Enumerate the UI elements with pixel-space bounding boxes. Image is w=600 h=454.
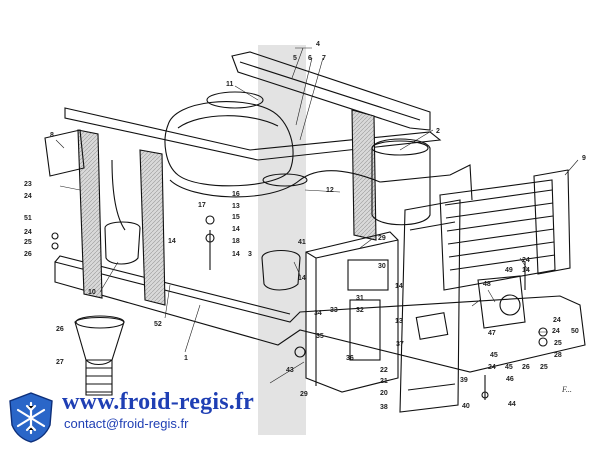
callout-7: 7 [322, 55, 326, 62]
door-panel [399, 199, 461, 413]
callout-25a: 25 [24, 239, 32, 246]
callout-labels: 4 5 6 7 11 2 8 9 12 23 24 51 24 25 26 14… [24, 41, 586, 411]
callout-14a: 14 [168, 238, 176, 245]
callout-26b: 26 [522, 364, 530, 371]
callout-41: 39 [460, 377, 468, 384]
callout-8: 8 [50, 132, 54, 139]
callout-52: 52 [154, 321, 162, 328]
valve-center [261, 249, 301, 291]
callout-25b: 25 [540, 364, 548, 371]
callout-47: 47 [488, 330, 496, 337]
callout-9: 9 [582, 155, 586, 162]
callout-26a: 26 [24, 251, 32, 258]
callout-24c: 24 [488, 364, 496, 371]
callout-31: 30 [378, 263, 386, 270]
callout-12: 12 [326, 187, 334, 194]
callout-34: 33 [330, 307, 338, 314]
tube-28 [85, 359, 113, 396]
callout-48: 48 [483, 281, 491, 288]
callout-16: 15 [232, 214, 240, 221]
leader-lines [55, 47, 579, 384]
callout-50: 50 [571, 328, 579, 335]
callout-45a: 45 [490, 352, 498, 359]
callout-24b: 24 [24, 229, 32, 236]
callout-13: 13 [232, 203, 240, 210]
callout-19: 17 [198, 202, 206, 209]
callout-37: 36 [346, 355, 354, 362]
callout-43: 43 [286, 367, 294, 374]
callout-11: 11 [226, 81, 234, 88]
callout-40: 38 [380, 404, 388, 411]
callout-10: 10 [88, 289, 96, 296]
callout-24e: 24 [553, 317, 561, 324]
callout-1: 1 [184, 355, 188, 362]
valve-left [104, 221, 141, 265]
callout-14d: 14 [395, 283, 403, 290]
callout-44: 44 [508, 401, 516, 408]
post-center [351, 109, 377, 241]
top-rail-left [64, 107, 442, 161]
callout-45b: 45 [505, 364, 513, 371]
callout-2: 2 [436, 128, 440, 135]
condenser-end-block [533, 169, 571, 275]
callout-20: 20 [380, 390, 388, 397]
callout-4: 4 [316, 41, 320, 48]
compressor [164, 101, 294, 187]
callout-14e: 14 [522, 267, 530, 274]
top-rail [231, 51, 431, 131]
callout-38: 37 [396, 341, 404, 348]
fold-band [258, 45, 306, 435]
callout-46: 46 [506, 376, 514, 383]
control-box [305, 231, 399, 393]
sleeve-27 [74, 316, 125, 366]
tubing [169, 164, 473, 201]
bracket-8 [44, 129, 85, 177]
receiver-tank [371, 138, 431, 226]
drawing-signature: F... [562, 385, 572, 394]
callout-33: 32 [356, 307, 364, 314]
callout-14b: 14 [232, 226, 240, 233]
callout-42: 40 [462, 403, 470, 410]
contact-email[interactable]: contact@froid-regis.fr [64, 416, 189, 431]
callout-29: 29 [300, 391, 308, 398]
callout-25c: 25 [554, 340, 562, 347]
post-left [77, 129, 103, 299]
snowflake-shield-icon [9, 392, 53, 443]
callout-18: 16 [232, 191, 240, 198]
callout-14c: 14 [298, 275, 306, 282]
callout-49: 49 [505, 267, 513, 274]
callout-5: 5 [293, 55, 297, 62]
callout-13b: 13 [395, 318, 403, 325]
base-plate [54, 261, 586, 373]
callout-30: 29 [378, 235, 386, 242]
fan-motor [477, 275, 526, 329]
callout-17: 18 [232, 238, 240, 245]
callout-51: 51 [24, 215, 32, 222]
condenser [439, 179, 556, 291]
callout-22: 22 [380, 367, 388, 374]
callout-35: 34 [314, 310, 322, 317]
callout-23b: 24 [522, 257, 530, 264]
callout-24d: 24 [552, 328, 560, 335]
callout-39: 41 [298, 239, 306, 246]
callout-15: 14 [232, 251, 240, 258]
callout-36: 35 [316, 333, 324, 340]
callout-24a: 24 [24, 193, 32, 200]
callout-21: 21 [380, 378, 388, 385]
callout-23a: 23 [24, 181, 32, 188]
callout-27: 26 [56, 326, 64, 333]
line-art [44, 51, 586, 413]
callout-3: 3 [248, 251, 252, 258]
callout-28a: 27 [56, 359, 64, 366]
website-watermark[interactable]: www.froid-regis.fr [62, 389, 255, 415]
callout-28b: 28 [554, 352, 562, 359]
callout-32: 31 [356, 295, 364, 302]
callout-6: 6 [308, 55, 312, 62]
post-mid [139, 149, 166, 306]
